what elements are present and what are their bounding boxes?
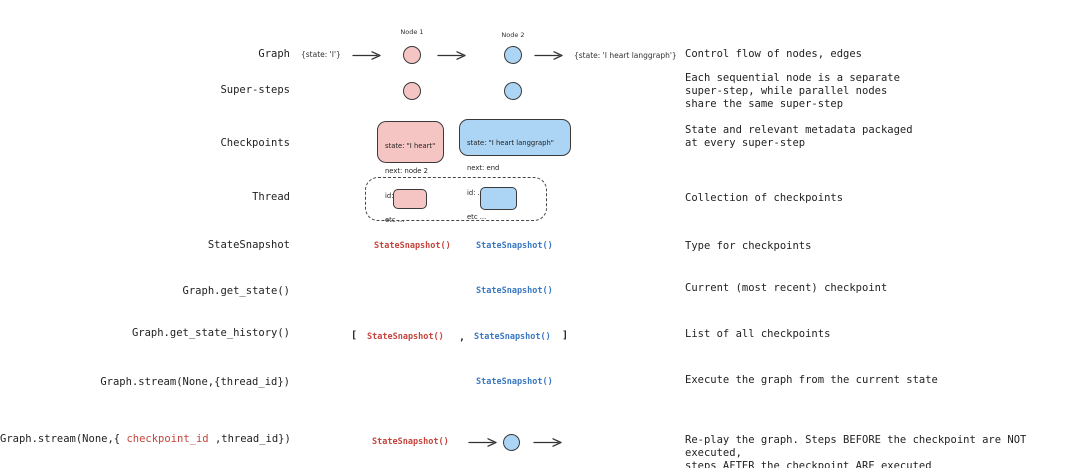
- row-label-stream: Graph.stream(None,{thread_id}): [100, 376, 290, 388]
- history-blue-code: StateSnapshot(): [474, 332, 551, 342]
- replay-label-suffix: ,thread_id}): [208, 433, 291, 445]
- comma-separator: ,: [459, 332, 466, 343]
- state-in-annotation: {state: 'I'}: [301, 50, 341, 59]
- arrow-right-icon: [534, 51, 563, 60]
- thread-dashed-box: [365, 177, 547, 221]
- close-bracket: ]: [562, 330, 569, 341]
- arrow-right-icon: [437, 51, 466, 60]
- description-checkpoints: State and relevant metadata packaged at …: [685, 124, 913, 149]
- arrow-right-icon: [468, 438, 497, 447]
- description-get-state-history: List of all checkpoints: [685, 328, 831, 340]
- arrow-right-icon: [533, 438, 562, 447]
- row-label-supersteps: Super-steps: [220, 84, 290, 96]
- checkpoint-line: etc ...: [467, 213, 487, 222]
- node1-circle: [403, 46, 421, 64]
- row-label-statesnapshot: StateSnapshot: [207, 239, 290, 251]
- description-supersteps: Each sequential node is a separate super…: [685, 72, 900, 110]
- row-label-thread: Thread: [252, 191, 290, 203]
- checkpoint-line: state: "I heart langgraph": [467, 139, 554, 148]
- replay-red-code: StateSnapshot(): [372, 437, 449, 447]
- replay-label-prefix: Graph.stream(None,{: [0, 433, 127, 445]
- history-red-code: StateSnapshot(): [367, 332, 444, 342]
- row-label-replay: Graph.stream(None,{ checkpoint_id ,threa…: [0, 433, 291, 446]
- thread-blue-checkpoint: [480, 187, 517, 210]
- description-get-state: Current (most recent) checkpoint: [685, 282, 888, 294]
- row-label-graph: Graph: [258, 48, 290, 60]
- superstep-pink-circle: [403, 82, 421, 100]
- row-label-get-state-history: Graph.get_state_history(): [131, 327, 290, 339]
- checkpoint-pink-box: state: "I heart" next: node 2 id: ... et…: [377, 121, 444, 224]
- checkpoint-line: state: "I heart": [385, 142, 436, 151]
- superstep-blue-circle: [504, 82, 522, 100]
- state-out-annotation: {state: 'I heart langgraph'}: [574, 51, 677, 60]
- description-statesnapshot: Type for checkpoints: [685, 240, 812, 252]
- stream-blue-code: StateSnapshot(): [476, 377, 553, 387]
- description-graph: Control flow of nodes, edges: [685, 48, 863, 60]
- replay-node-circle: [503, 434, 520, 451]
- node1-label: Node 1: [400, 28, 424, 36]
- arrow-right-icon: [352, 51, 381, 60]
- statesnapshot-red-code: StateSnapshot(): [374, 241, 451, 251]
- node2-label: Node 2: [501, 31, 525, 39]
- checkpoint-blue-box: state: "I heart langgraph" next: end id:…: [459, 119, 571, 221]
- row-label-checkpoints: Checkpoints: [220, 137, 290, 149]
- node2-circle: [504, 46, 522, 64]
- thread-pink-checkpoint: [393, 189, 427, 209]
- description-thread: Collection of checkpoints: [685, 192, 844, 204]
- open-bracket: [: [351, 330, 358, 341]
- description-stream: Execute the graph from the current state: [685, 374, 938, 386]
- row-label-get-state: Graph.get_state(): [182, 285, 290, 297]
- description-replay: Re-play the graph. Steps BEFORE the chec…: [685, 434, 1027, 468]
- checkpoint-line: next: node 2: [385, 167, 428, 176]
- replay-label-checkpoint-id: checkpoint_id: [126, 433, 209, 445]
- statesnapshot-blue-code: StateSnapshot(): [476, 241, 553, 251]
- get-state-blue-code: StateSnapshot(): [476, 286, 553, 296]
- checkpoint-line: next: end: [467, 164, 500, 173]
